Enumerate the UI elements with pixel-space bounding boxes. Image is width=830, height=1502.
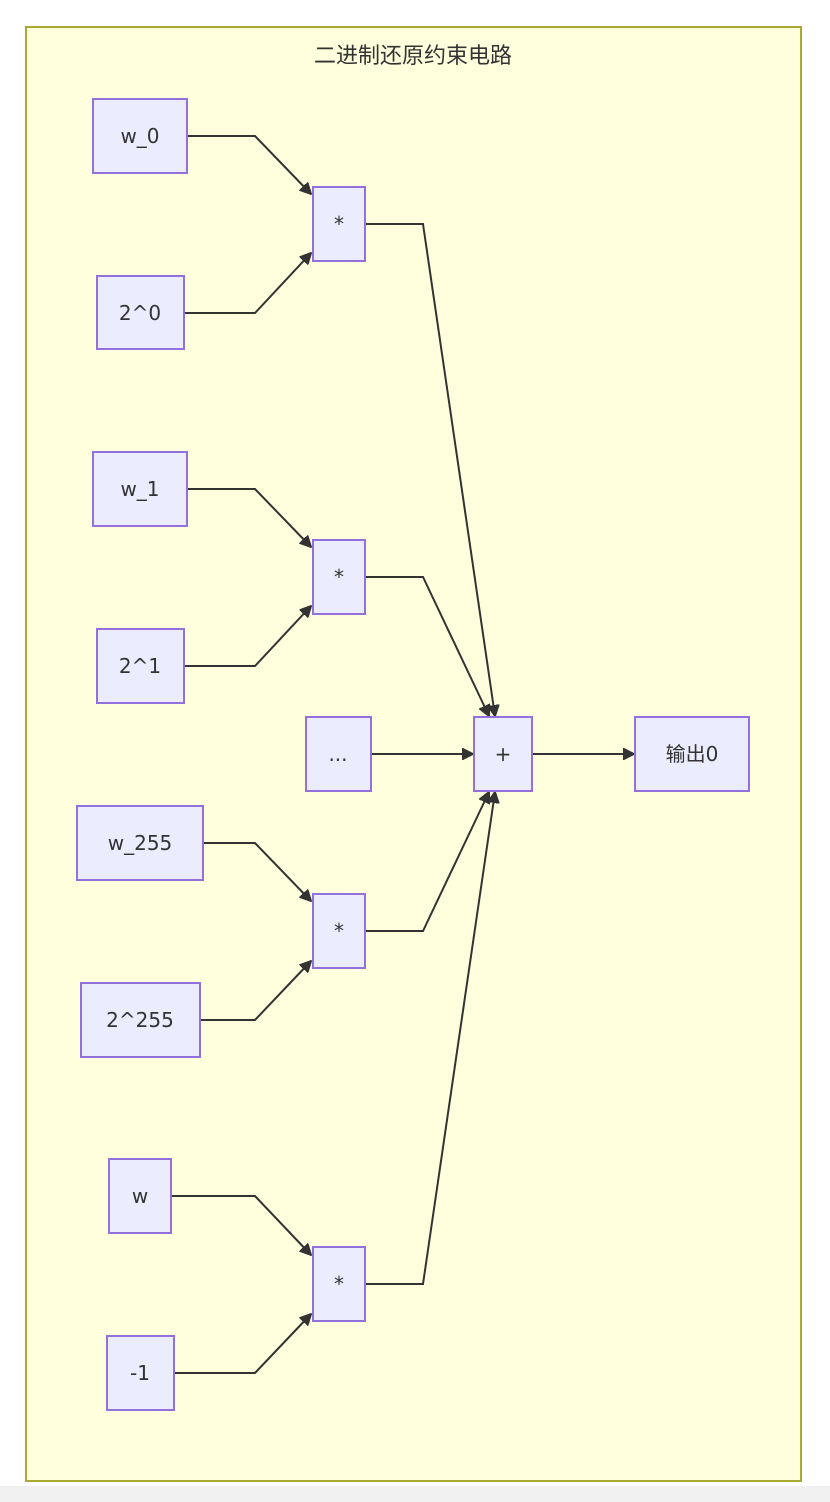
edge-p255-m255 <box>201 961 311 1021</box>
edge-m0-plus <box>366 223 495 716</box>
edge-neg1-mw <box>175 1314 311 1374</box>
edge-m1-plus <box>366 576 489 716</box>
node-m0: * <box>312 186 366 262</box>
edges <box>172 135 634 1374</box>
node-w255: w_255 <box>76 805 204 881</box>
node-p0-label: 2^0 <box>119 301 161 325</box>
edge-m255-plus <box>366 792 489 932</box>
node-w0-label: w_0 <box>120 124 159 148</box>
node-m1-label: * <box>334 565 344 589</box>
edge-w1-m1 <box>188 488 311 547</box>
node-w: w <box>108 1158 172 1234</box>
node-m255-label: * <box>334 919 344 943</box>
node-output: 输出0 <box>634 716 750 792</box>
node-dots-label: ... <box>328 742 347 766</box>
node-p1: 2^1 <box>96 628 185 704</box>
edge-w255-m255 <box>204 842 311 901</box>
node-w0: w_0 <box>92 98 188 174</box>
node-neg1: -1 <box>106 1335 175 1411</box>
node-w1-label: w_1 <box>120 477 159 501</box>
node-p255-label: 2^255 <box>106 1008 174 1032</box>
node-p1-label: 2^1 <box>119 654 161 678</box>
node-p255: 2^255 <box>80 982 201 1058</box>
edge-w0-m0 <box>188 135 311 194</box>
node-w-label: w <box>132 1184 148 1208</box>
node-neg1-label: -1 <box>130 1361 150 1385</box>
cluster-title: 二进制还原约束电路 <box>314 44 512 69</box>
node-output-label: 输出0 <box>666 742 719 766</box>
bottom-strip <box>0 1486 830 1502</box>
edge-p1-m1 <box>185 606 311 667</box>
node-m255: * <box>312 893 366 969</box>
node-p0: 2^0 <box>96 275 185 350</box>
node-mw: * <box>312 1246 366 1322</box>
node-w255-label: w_255 <box>108 831 173 855</box>
node-plus: + <box>473 716 533 792</box>
node-m1: * <box>312 539 366 615</box>
node-w1: w_1 <box>92 451 188 527</box>
edge-w-mw <box>172 1195 311 1255</box>
node-dots: ... <box>305 716 372 792</box>
node-m0-label: * <box>334 212 344 236</box>
edge-p0-m0 <box>185 253 311 314</box>
node-mw-label: * <box>334 1272 344 1296</box>
edge-mw-plus <box>366 792 495 1285</box>
node-plus-label: + <box>495 742 512 766</box>
